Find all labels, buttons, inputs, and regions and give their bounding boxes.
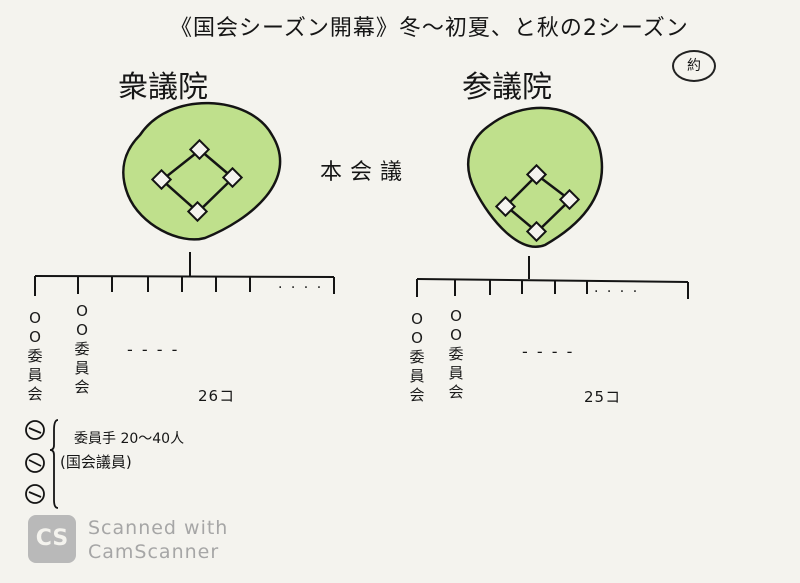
ellipsis-branches-left: . . . . — [278, 276, 324, 292]
house-name-left: 衆議院 — [118, 70, 208, 105]
title-note-circled: 約 — [672, 50, 716, 82]
page-title: 《国会シーズン開幕》冬〜初夏、と秋の2シーズン — [170, 16, 689, 41]
committee-tree-left — [34, 252, 335, 296]
committee-count-right: 25コ — [584, 388, 622, 406]
members-note-sub: (国会議員) — [60, 453, 132, 471]
scanner-watermark: CS Scanned with CamScanner — [28, 515, 238, 565]
camscanner-logo-icon: CS — [28, 515, 76, 563]
committee-count-left: 26コ — [198, 387, 236, 405]
watermark-line-1: Scanned with — [88, 517, 229, 539]
baseball-field-icon-right — [466, 106, 604, 248]
committee-tree-right — [416, 256, 689, 299]
ellipsis-branches-right: . . . . — [594, 280, 640, 296]
ellipsis-committees-left: - - - - — [127, 340, 180, 359]
members-group — [25, 419, 59, 509]
house-name-right: 参議院 — [462, 70, 552, 105]
baseball-field-icon-left — [122, 101, 282, 241]
ellipsis-committees-right: - - - - — [522, 342, 575, 361]
members-note: 委員手 20〜40人 — [74, 431, 185, 447]
plenary-label: 本会議 — [320, 160, 411, 185]
watermark-line-2: CamScanner — [88, 541, 220, 563]
